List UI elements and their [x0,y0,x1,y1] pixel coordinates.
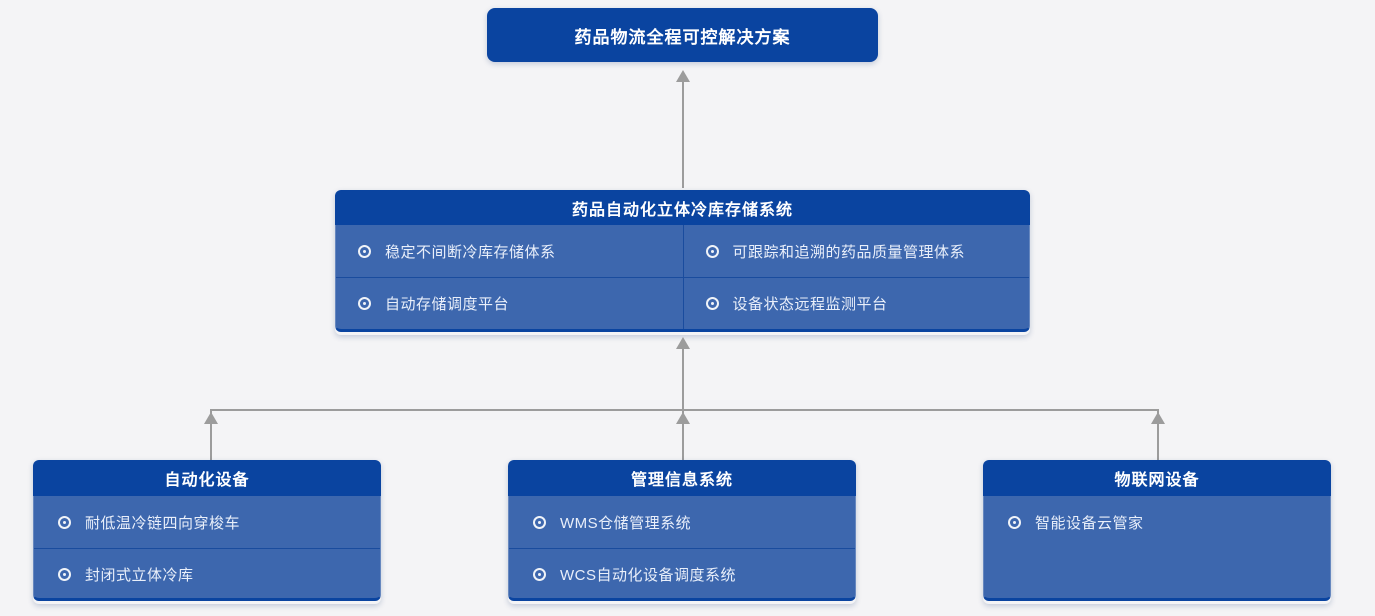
connector-branch-right-line [1157,411,1159,460]
list-item: 稳定不间断冷库存储体系 [336,225,683,277]
list-item: 智能设备云管家 [984,496,1330,548]
list-item: 耐低温冷链四向穿梭车 [34,496,380,548]
node-root-title: 药品物流全程可控解决方案 [574,27,791,47]
node-iot-devices-header: 物联网设备 [983,460,1331,496]
node-iot-devices: 物联网设备 智能设备云管家 [983,460,1331,604]
list-item: 设备状态远程监测平台 [682,277,1029,329]
list-item: WCS自动化设备调度系统 [509,548,855,600]
node-storage-system-body: 稳定不间断冷库存储体系 可跟踪和追溯的药品质量管理体系 自动存储调度平台 设备状… [335,225,1030,332]
connector-center-upper-line [682,346,684,410]
arrowhead-to-storage-icon [676,337,690,349]
target-bullet-icon [1008,515,1021,529]
target-bullet-icon [533,515,546,529]
node-storage-system-header: 药品自动化立体冷库存储系统 [335,190,1030,225]
arrowhead-to-root-icon [676,70,690,82]
node-automation-equipment: 自动化设备 耐低温冷链四向穿梭车 封闭式立体冷库 [33,460,381,604]
list-item: 自动存储调度平台 [336,277,683,329]
node-management-info-system-title: 管理信息系统 [630,472,733,489]
connector-branch-left-line [210,411,212,460]
node-storage-system: 药品自动化立体冷库存储系统 稳定不间断冷库存储体系 可跟踪和追溯的药品质量管理体… [335,190,1030,335]
node-storage-system-title: 药品自动化立体冷库存储系统 [571,201,793,219]
connector-branch-center-line [682,411,684,460]
target-bullet-icon [358,244,371,258]
node-iot-devices-title: 物联网设备 [1114,472,1200,489]
target-bullet-icon [58,515,71,529]
list-item: WMS仓储管理系统 [509,496,855,548]
target-bullet-icon [58,568,71,581]
node-management-info-system-body: WMS仓储管理系统 WCS自动化设备调度系统 [508,496,856,601]
node-iot-devices-body: 智能设备云管家 [983,496,1331,601]
connector-root-line [682,80,684,188]
target-bullet-icon [533,568,546,581]
node-management-info-system: 管理信息系统 WMS仓储管理系统 WCS自动化设备调度系统 [508,460,856,604]
target-bullet-icon [705,297,719,310]
connector-horizontal-line [210,409,1159,411]
node-automation-equipment-title: 自动化设备 [164,472,250,489]
node-management-info-system-header: 管理信息系统 [508,460,856,496]
list-item: 封闭式立体冷库 [34,548,380,600]
node-root: 药品物流全程可控解决方案 [487,8,878,62]
node-automation-equipment-header: 自动化设备 [33,460,381,496]
node-automation-equipment-body: 耐低温冷链四向穿梭车 封闭式立体冷库 [33,496,381,601]
target-bullet-icon [358,297,371,310]
list-item: 可跟踪和追溯的药品质量管理体系 [682,225,1030,277]
target-bullet-icon [705,244,719,258]
